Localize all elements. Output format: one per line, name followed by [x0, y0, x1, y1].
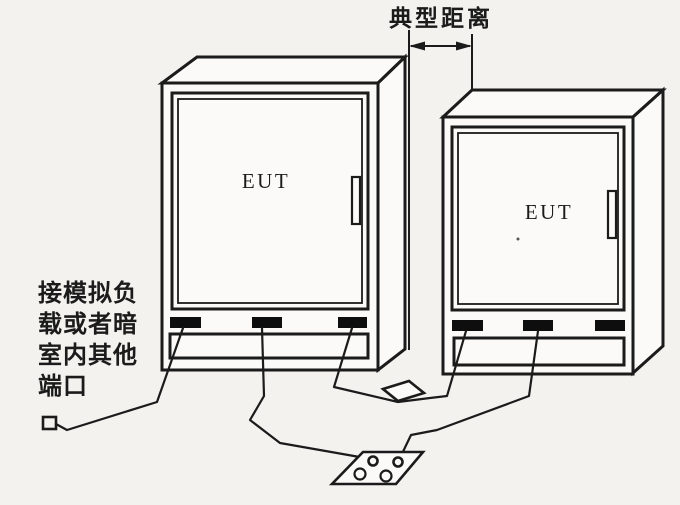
right-cabinet: EUT: [439, 86, 667, 377]
port-note: 接模拟负 载或者暗 室内其他 端口: [38, 280, 138, 400]
note-line-1: 接模拟负: [38, 280, 138, 307]
left-cabinet-door-inner-line: [177, 98, 363, 304]
right-cabinet-door-inner-line: [457, 132, 619, 305]
arrowhead-left-icon: [409, 41, 425, 51]
left-port-3: [338, 317, 367, 328]
right-port-1: [452, 320, 483, 331]
left-port-2: [252, 317, 282, 328]
left-cabinet: EUT: [157, 53, 409, 374]
right-cabinet-top-face: [439, 88, 667, 119]
right-eut-label: EUT: [525, 200, 573, 224]
distance-marker: 典型距离: [389, 5, 493, 350]
left-door-handle: [350, 175, 362, 226]
outlet-hole-4: [379, 469, 393, 483]
right-door-handle: [606, 189, 618, 240]
note-line-2: 载或者暗: [38, 310, 138, 338]
cable-left-port1-to-load: [54, 326, 185, 432]
left-cabinet-door: [170, 91, 370, 311]
right-base-panel: [452, 336, 626, 367]
note-line-3: 室内其他: [38, 341, 138, 369]
right-port-3: [595, 320, 625, 331]
note-line-4: 端口: [38, 373, 88, 400]
scan-speckle: [516, 237, 520, 241]
power-strip-body: [328, 450, 426, 486]
distance-label: 典型距离: [389, 5, 493, 31]
left-port-1: [170, 317, 201, 328]
left-eut-label: EUT: [242, 169, 290, 193]
right-cabinet-door: [450, 125, 626, 312]
right-cabinet-side-face: [631, 86, 665, 377]
cable-right-port2-to-power-strip: [397, 329, 540, 462]
cable-left-port3-to-right-port1: [332, 326, 468, 404]
cable-left-port2-to-power-strip: [248, 326, 373, 461]
cable-tag-parallelogram: [380, 379, 427, 403]
left-cabinet-side-face: [376, 53, 407, 374]
left-cabinet-top-face: [157, 55, 409, 85]
outlet-hole-1: [367, 455, 379, 467]
outlet-hole-3: [353, 467, 367, 481]
arrowhead-right-icon: [456, 41, 472, 51]
outlet-hole-2: [392, 456, 404, 468]
load-connector-square: [41, 415, 58, 431]
right-port-2: [523, 320, 553, 331]
left-base-panel: [168, 332, 370, 360]
power-strip: [328, 450, 426, 486]
